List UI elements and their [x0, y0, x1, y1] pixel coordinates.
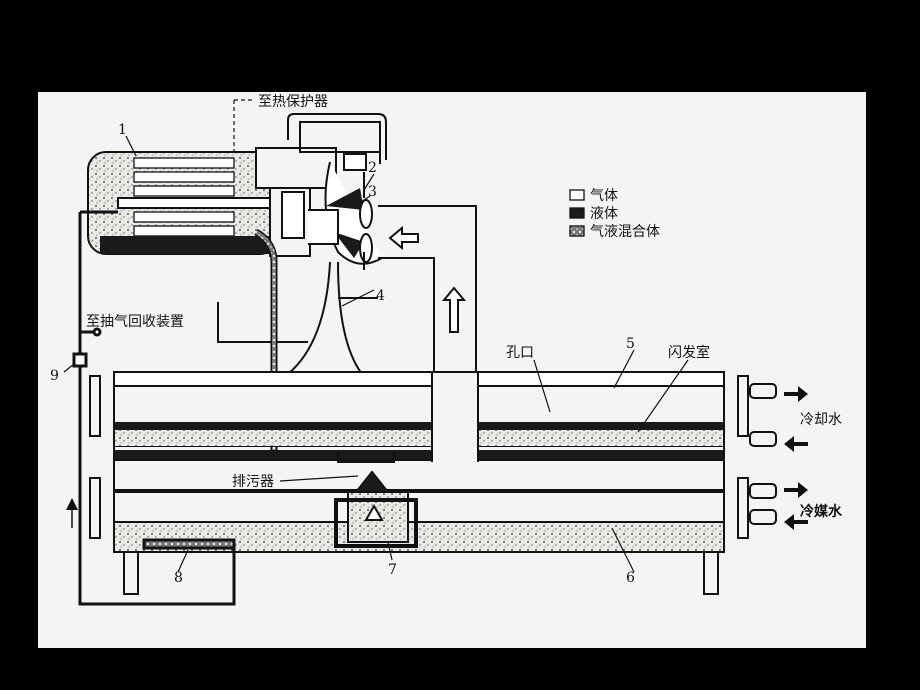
label-orifice: 孔口 [506, 345, 534, 361]
legend-liquid-label: 液体 [590, 206, 618, 222]
legend-liquid-swatch [569, 207, 585, 219]
callout-7: 7 [388, 562, 397, 578]
legend-mixture-swatch [569, 225, 585, 237]
compressor-motor [87, 149, 311, 257]
callout-3: 3 [368, 184, 377, 200]
callout-5: 5 [626, 336, 635, 352]
callout-1: 1 [118, 122, 127, 138]
label-drain: 排污器 [232, 474, 274, 490]
legend: 气体 液体 气液混合体 [569, 188, 660, 240]
chiller-diagram: 气体 液体 气液混合体 至热保护器 至抽气回收装置 孔口 闪发室 排污器 冷却水… [50, 94, 843, 606]
nozzles [89, 375, 777, 539]
label-to-thermal-protector: 至热保护器 [258, 94, 328, 110]
label-flash-chamber: 闪发室 [668, 344, 710, 361]
legend-gas-label: 气体 [590, 188, 618, 204]
callout-9: 9 [50, 368, 59, 384]
label-to-purge-recovery: 至抽气回收装置 [86, 314, 184, 330]
evaporator-shell [113, 491, 725, 595]
flow-arrows [784, 386, 808, 530]
leader-lines [63, 99, 689, 573]
diagram-panel: 气体 液体 气液混合体 至热保护器 至抽气回收装置 孔口 闪发室 排污器 冷却水… [38, 92, 866, 648]
legend-mixture-label: 气液混合体 [590, 224, 660, 240]
condenser-shell [113, 371, 725, 491]
diffuser-cone [217, 261, 378, 375]
impeller-housing [255, 113, 387, 270]
callout-2: 2 [368, 160, 377, 176]
label-chilled-water: 冷媒水 [800, 503, 843, 520]
callout-4: 4 [376, 288, 385, 304]
float-chamber [334, 470, 418, 548]
legend-gas-swatch [569, 189, 585, 201]
callout-6: 6 [626, 570, 635, 586]
piping [66, 210, 236, 606]
suction-pipe [378, 205, 477, 464]
label-cooling-water: 冷却水 [800, 412, 842, 428]
callout-8: 8 [174, 570, 183, 586]
